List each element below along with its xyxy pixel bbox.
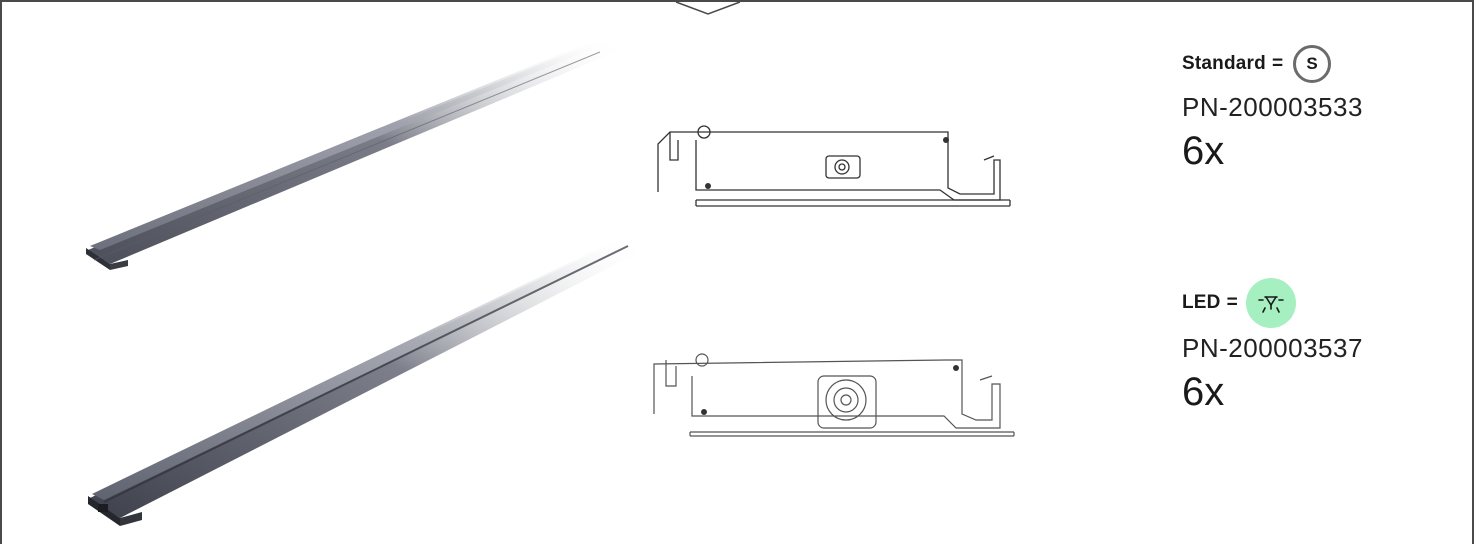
type-label: Standard (1182, 53, 1266, 74)
part-number: PN-200003533 (1182, 92, 1363, 122)
part-number: PN-200003537 (1182, 333, 1363, 363)
led-bulb-glyph (1257, 296, 1284, 313)
led-profile-drawing (653, 353, 1015, 437)
badge-letter: S (1306, 54, 1318, 73)
equals-sign: = (1271, 53, 1284, 74)
step-connector-notch (675, 1, 741, 15)
standard-rail-image (86, 38, 620, 270)
standard-type-line: Standard = S (1182, 40, 1363, 88)
led-light-icon (1245, 278, 1296, 328)
standard-profile-drawing (657, 125, 1011, 207)
quantity: 6x (1182, 129, 1225, 173)
led-rail-image (88, 238, 640, 526)
standard-s-icon: S (1293, 45, 1332, 83)
type-label: LED (1182, 292, 1221, 313)
led-type-line: LED = (1182, 275, 1363, 331)
quantity: 6x (1182, 370, 1225, 414)
standard-info-block: Standard = S PN-200003533 6x (1182, 40, 1363, 174)
equals-sign: = (1226, 292, 1238, 313)
led-info-block: LED = PN-200003537 6x (1182, 275, 1363, 415)
